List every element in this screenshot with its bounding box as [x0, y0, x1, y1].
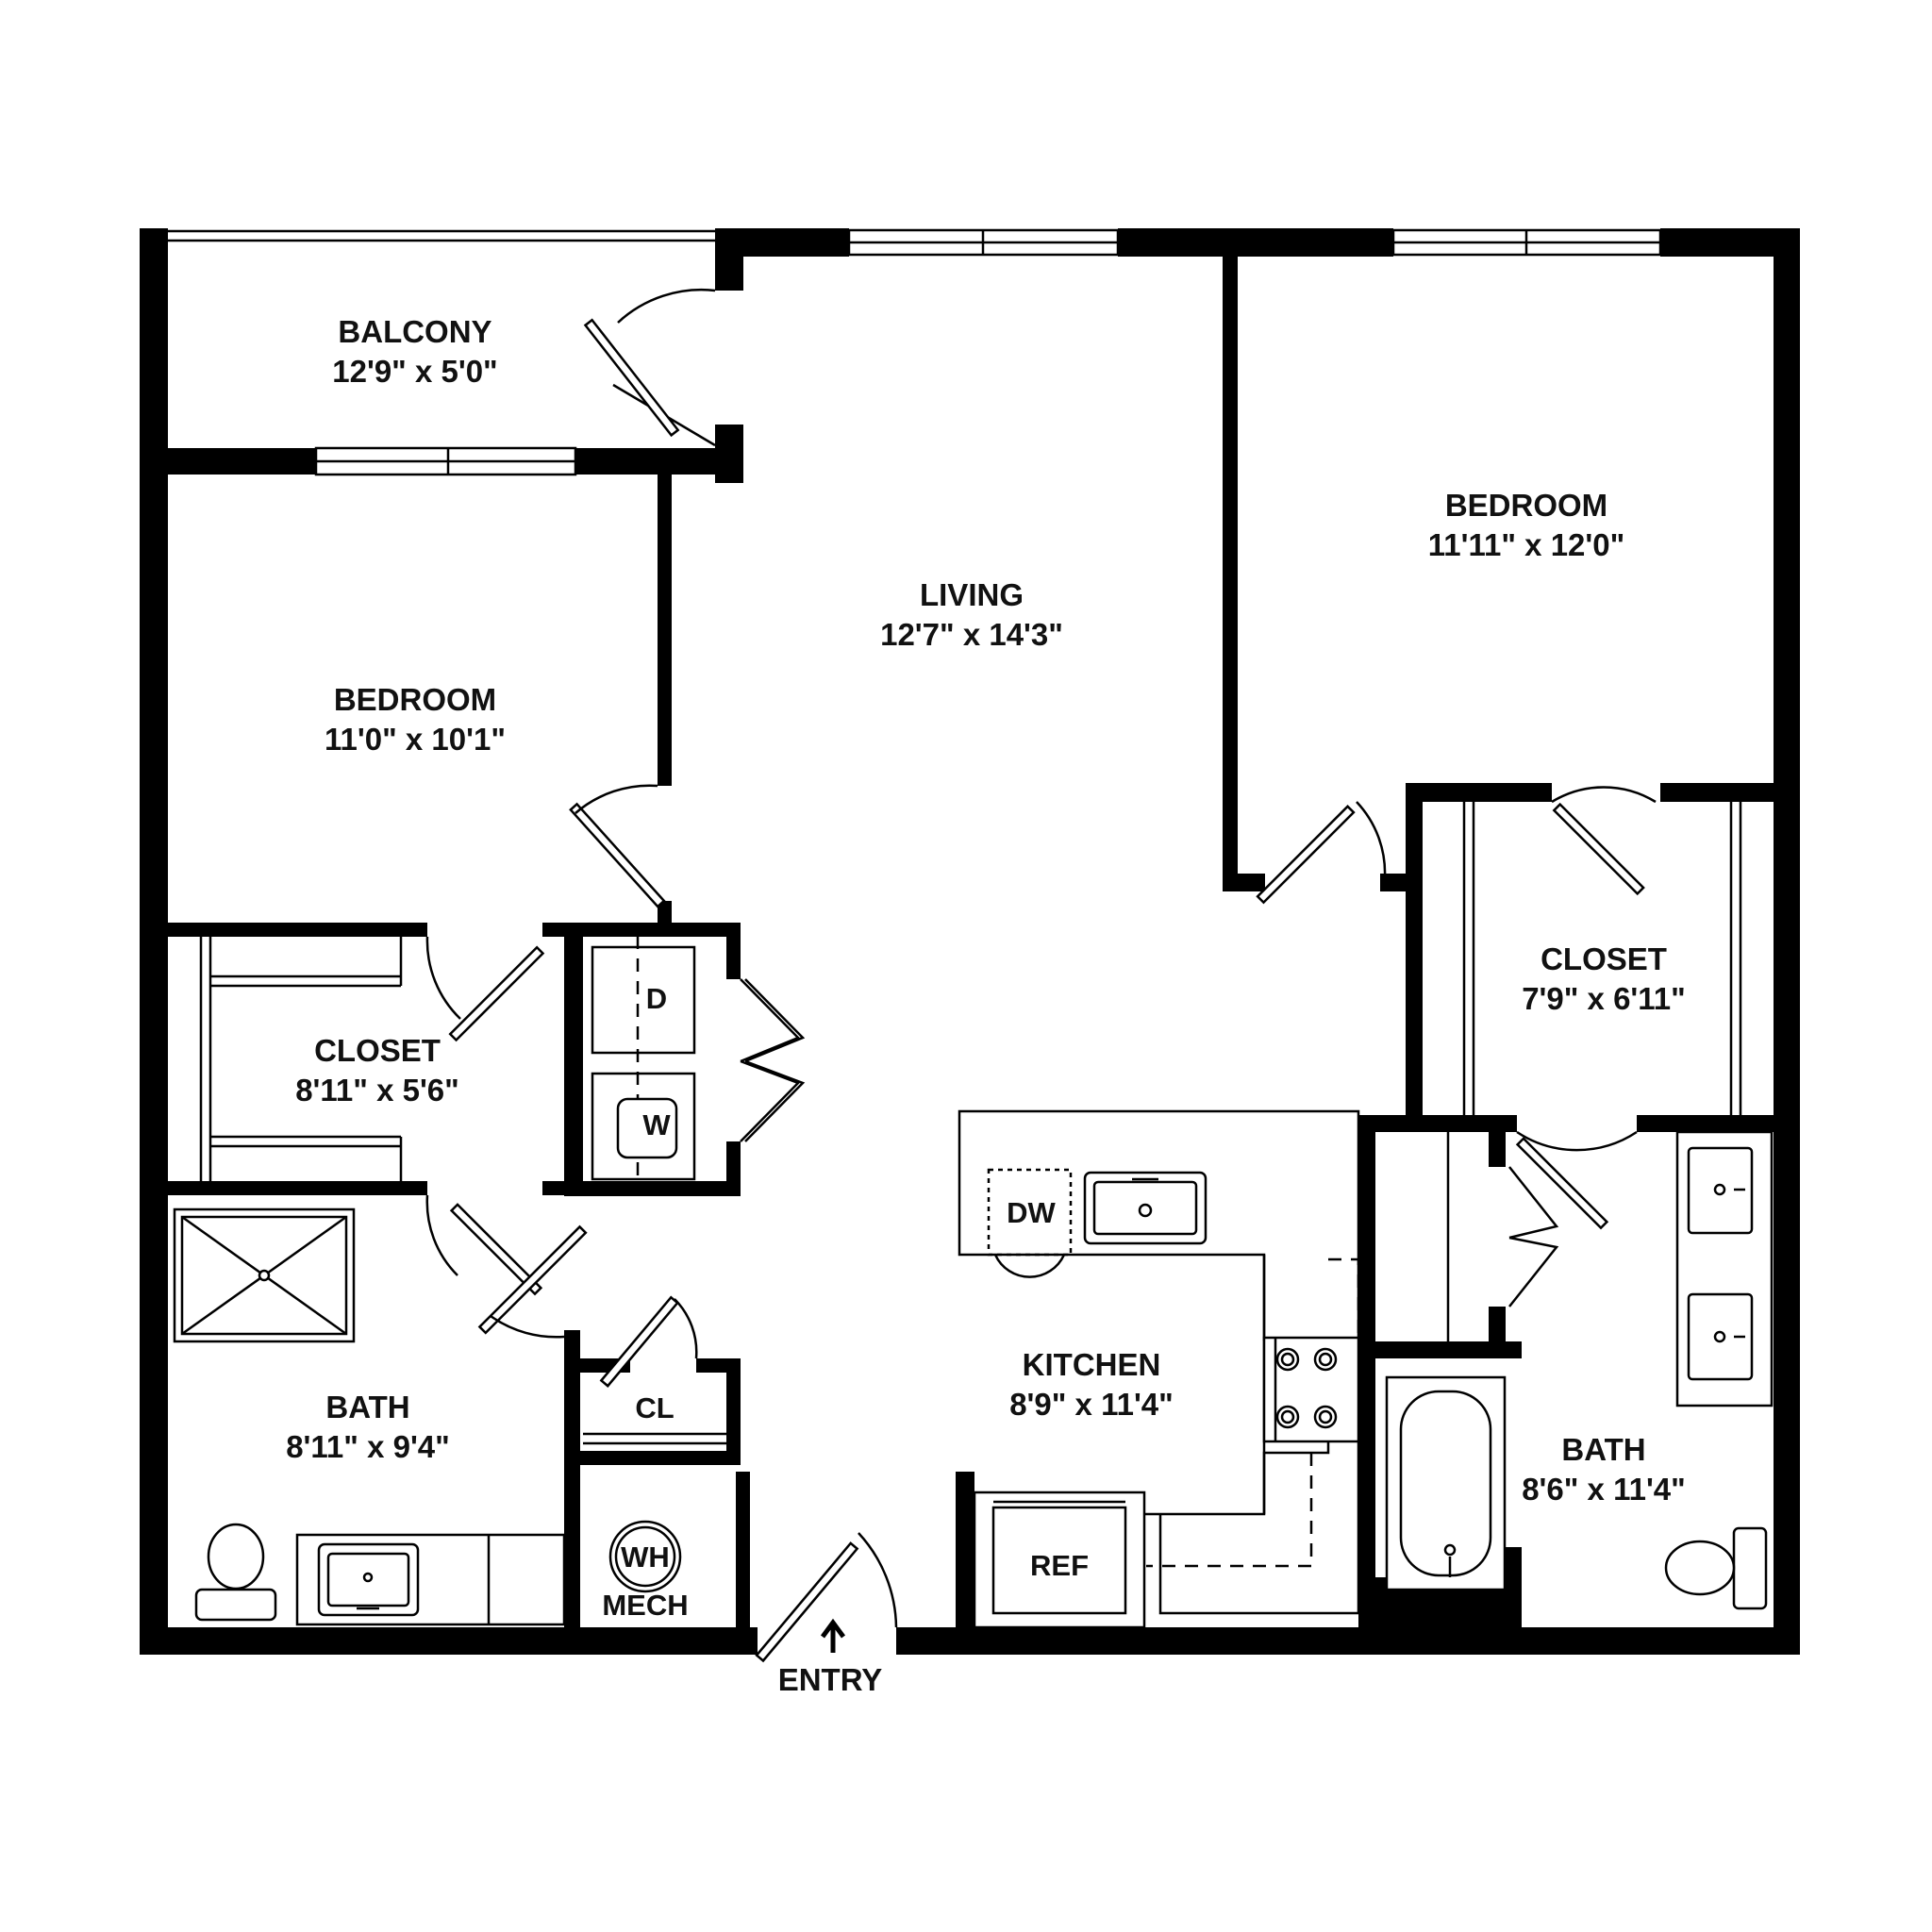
closet-left-dims: 8'11" x 5'6": [295, 1073, 459, 1108]
kitchen-dims: 8'9" x 11'4": [1009, 1387, 1174, 1422]
bath-right-door[interactable]: [1515, 1130, 1638, 1230]
windows: [314, 228, 1662, 476]
living-dims: 12'7" x 14'3": [880, 617, 1063, 652]
bath-left-fixtures: [173, 1208, 566, 1626]
closet-right-door[interactable]: [1551, 786, 1657, 896]
dishwasher-label: DW: [1007, 1196, 1056, 1229]
balcony-dims: 12'9" x 5'0": [332, 354, 497, 389]
bath-left-door[interactable]: [425, 1194, 543, 1296]
bath-right-fixtures: [1385, 1130, 1774, 1610]
interior-walls: [140, 250, 1800, 1627]
bath-right-name: BATH: [1561, 1432, 1645, 1467]
closet-shelves: [199, 802, 1742, 1445]
laundry: [591, 936, 696, 1181]
closet-small-label: CL: [635, 1391, 674, 1424]
kitchen-counters: [958, 1109, 1360, 1629]
cl-door[interactable]: [599, 1295, 698, 1388]
bath-right-dims: 8'6" x 11'4": [1522, 1472, 1686, 1507]
closet-left-door[interactable]: [425, 936, 545, 1042]
closet-right-name: CLOSET: [1541, 941, 1667, 976]
hall-door[interactable]: [477, 1224, 588, 1339]
refrigerator-label: REF: [1030, 1549, 1089, 1582]
mechanical-label: MECH: [602, 1589, 688, 1622]
bedroom-right-door[interactable]: [1256, 801, 1387, 905]
living-name: LIVING: [920, 577, 1024, 612]
bedroom-left-name: BEDROOM: [334, 682, 496, 717]
fixture-labels: D W DW REF CL WH MECH ENTRY: [602, 982, 1089, 1697]
dryer-label: D: [646, 982, 667, 1015]
bath-left-name: BATH: [325, 1390, 409, 1424]
washer-label: W: [642, 1108, 671, 1141]
linen-closet-doors[interactable]: [1508, 1166, 1559, 1307]
balcony-railing: [168, 229, 715, 242]
closet-right-dims: 7'9" x 6'11": [1522, 981, 1686, 1016]
closet-left-name: CLOSET: [314, 1033, 441, 1068]
balcony-door[interactable]: [583, 289, 716, 447]
doors: [425, 289, 1657, 1663]
room-labels: BALCONY 12'9" x 5'0" LIVING 12'7" x 14'3…: [286, 314, 1686, 1507]
bedroom-left-dims: 11'0" x 10'1": [325, 722, 506, 757]
laundry-doors[interactable]: [740, 978, 806, 1142]
water-heater-label: WH: [621, 1541, 670, 1574]
water-heater: [608, 1520, 682, 1593]
balcony-name: BALCONY: [338, 314, 491, 349]
bedroom-left-door[interactable]: [569, 784, 666, 908]
bedroom-right-name: BEDROOM: [1445, 488, 1607, 523]
kitchen-name: KITCHEN: [1023, 1347, 1161, 1382]
bath-left-dims: 8'11" x 9'4": [286, 1429, 450, 1464]
entry-arrow: [820, 1618, 846, 1653]
bedroom-right-dims: 11'11" x 12'0": [1428, 527, 1625, 562]
entry-label: ENTRY: [778, 1662, 883, 1697]
mech-door[interactable]: [737, 1493, 745, 1623]
entry-door[interactable]: [755, 1532, 898, 1663]
